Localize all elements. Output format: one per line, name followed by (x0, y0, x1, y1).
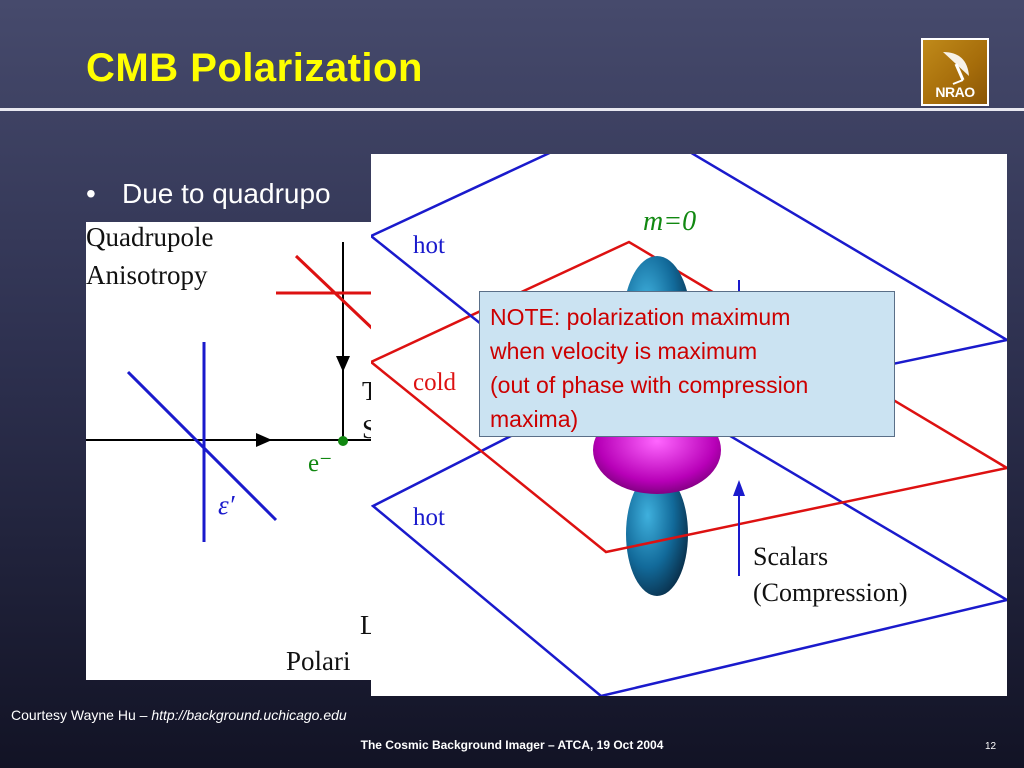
note-line-1: NOTE: polarization maximum (490, 304, 791, 330)
page-number: 12 (985, 741, 997, 752)
mode-label: m=0 (643, 206, 697, 237)
quadrupole-figure: Quadrupole Anisotropy e⁻ ε′ T S L Polari (86, 222, 386, 680)
quadrupole-diagram (86, 242, 386, 542)
slide-footer: The Cosmic Background Imager – ATCA, 19 … (360, 738, 664, 752)
credit-prefix: Courtesy Wayne Hu – (11, 707, 152, 723)
nrao-logo: NRAO (921, 38, 989, 106)
quadrupole-heading-2: Anisotropy (86, 260, 208, 290)
electron-label: e⁻ (308, 450, 333, 477)
logo-text: NRAO (935, 84, 975, 100)
quadrupole-heading-1: Quadrupole (86, 222, 214, 252)
partial-label-polari: Polari (286, 646, 351, 676)
scalars-caption-1: Scalars (753, 542, 829, 571)
title-divider (0, 108, 1024, 111)
bullet-marker: • (86, 178, 96, 209)
note-line-4: maxima) (490, 406, 579, 432)
scalar-modes-figure: m=0 hot cold hot Scalars (Compression) (371, 154, 1007, 696)
plane-top-label: hot (413, 232, 445, 259)
bullet-item: • Due to quadrupo (86, 178, 331, 210)
image-credit: Courtesy Wayne Hu – http://background.uc… (11, 707, 347, 723)
slide-title: CMB Polarization (86, 46, 423, 90)
bullet-text: Due to quadrupo (122, 178, 331, 209)
credit-url-link[interactable]: http://background.uchicago.edu (151, 707, 347, 723)
plane-mid-label: cold (413, 369, 457, 396)
epsilon-label: ε′ (218, 490, 235, 520)
radio-telescope-icon (943, 52, 969, 85)
note-line-2: when velocity is maximum (490, 338, 758, 364)
note-callout: NOTE: polarization maximum when velocity… (479, 291, 895, 437)
scalars-caption-2: (Compression) (753, 578, 908, 607)
note-line-3: (out of phase with compression (490, 372, 809, 398)
plane-bottom-label: hot (413, 504, 445, 531)
